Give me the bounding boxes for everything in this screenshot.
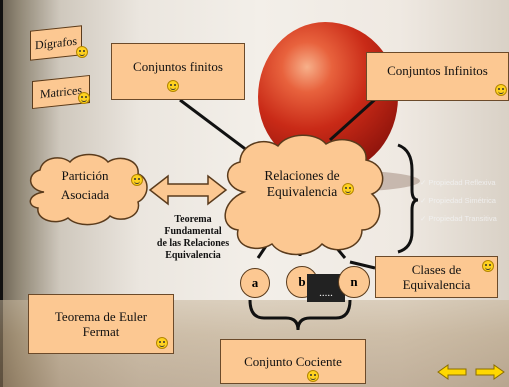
euler-line2: Fermat — [82, 324, 120, 339]
smiley-icon — [167, 80, 179, 92]
smiley-icon — [76, 46, 88, 58]
class-a-label: a — [251, 275, 259, 290]
particion-line2: Asociada — [60, 187, 110, 202]
tab-digrafos[interactable]: Dígrafos — [30, 25, 82, 61]
teorema-line1: Teorema — [174, 214, 212, 225]
tab-matrices-label: Matrices — [40, 82, 82, 101]
particion-asociada-label: Partición Asociada — [30, 166, 140, 204]
relaciones-line1: Relaciones de — [264, 168, 340, 183]
box-conjuntos-finitos[interactable]: Conjuntos finitos — [111, 43, 245, 100]
smiley-icon — [78, 92, 90, 104]
tab-digrafos-label: Dígrafos — [35, 33, 77, 52]
box-clases-equivalencia[interactable]: Clases de Equivalencia — [375, 256, 498, 298]
smiley-icon — [156, 337, 168, 349]
box-conjunto-cociente[interactable]: Conjunto Cociente — [220, 339, 366, 384]
relaciones-equivalencia-label: Relaciones de Equivalencia — [222, 168, 382, 200]
class-b-label: b — [298, 274, 306, 289]
brace-propiedades — [397, 143, 419, 254]
class-dots-label: ..... — [319, 287, 333, 299]
teorema-line4: Equivalencia — [165, 250, 221, 261]
class-a[interactable]: a — [240, 268, 270, 298]
box-conjuntos-infinitos[interactable]: Conjuntos Infinitos — [366, 52, 509, 101]
brace-cociente — [248, 299, 352, 331]
particion-line1: Partición — [61, 168, 109, 183]
arrow-right-icon[interactable] — [474, 363, 506, 381]
propiedad-reflexiva: ✓ Propiedad Reflexiva — [420, 178, 496, 187]
clases-line2: Equivalencia — [402, 277, 471, 292]
teorema-fundamental-label: Teorema Fundamental de las Relaciones Eq… — [128, 214, 258, 262]
teorema-line2: Fundamental — [164, 226, 222, 237]
cloud-particion-asociada[interactable] — [22, 152, 152, 228]
double-arrow-teorema — [148, 174, 228, 206]
conjunto-cociente-label: Conjunto Cociente — [244, 354, 342, 369]
clases-line1: Clases de — [411, 262, 462, 277]
cloud-relaciones-equivalencia[interactable] — [216, 132, 392, 262]
box-teorema-euler-fermat[interactable]: Teorema de Euler Fermat — [28, 294, 174, 354]
connector-clases — [349, 260, 376, 270]
propiedad-transitiva: ✓ Propiedad Transitiva — [420, 214, 497, 223]
conjuntos-finitos-label: Conjuntos finitos — [133, 59, 223, 74]
propiedad-reflexiva-label: Propiedad Reflexiva — [428, 178, 496, 187]
propiedad-simetrica: ✓ Propiedad Simétrica — [420, 196, 496, 205]
relaciones-line2: Equivalencia — [266, 184, 338, 199]
class-n-label: n — [350, 274, 358, 289]
smiley-icon — [342, 183, 354, 195]
arrow-left-icon[interactable] — [436, 363, 468, 381]
propiedad-transitiva-label: Propiedad Transitiva — [428, 214, 497, 223]
propiedad-simetrica-label: Propiedad Simétrica — [428, 196, 496, 205]
smiley-icon — [307, 370, 319, 382]
conjuntos-infinitos-label: Conjuntos Infinitos — [387, 63, 488, 78]
smiley-icon — [131, 174, 143, 186]
connector-infinitos — [328, 93, 382, 142]
euler-line1: Teorema de Euler — [54, 309, 148, 324]
smiley-icon — [495, 84, 507, 96]
class-n[interactable]: n — [338, 266, 370, 298]
smiley-icon — [482, 260, 494, 272]
teorema-line3: de las Relaciones — [156, 238, 230, 249]
